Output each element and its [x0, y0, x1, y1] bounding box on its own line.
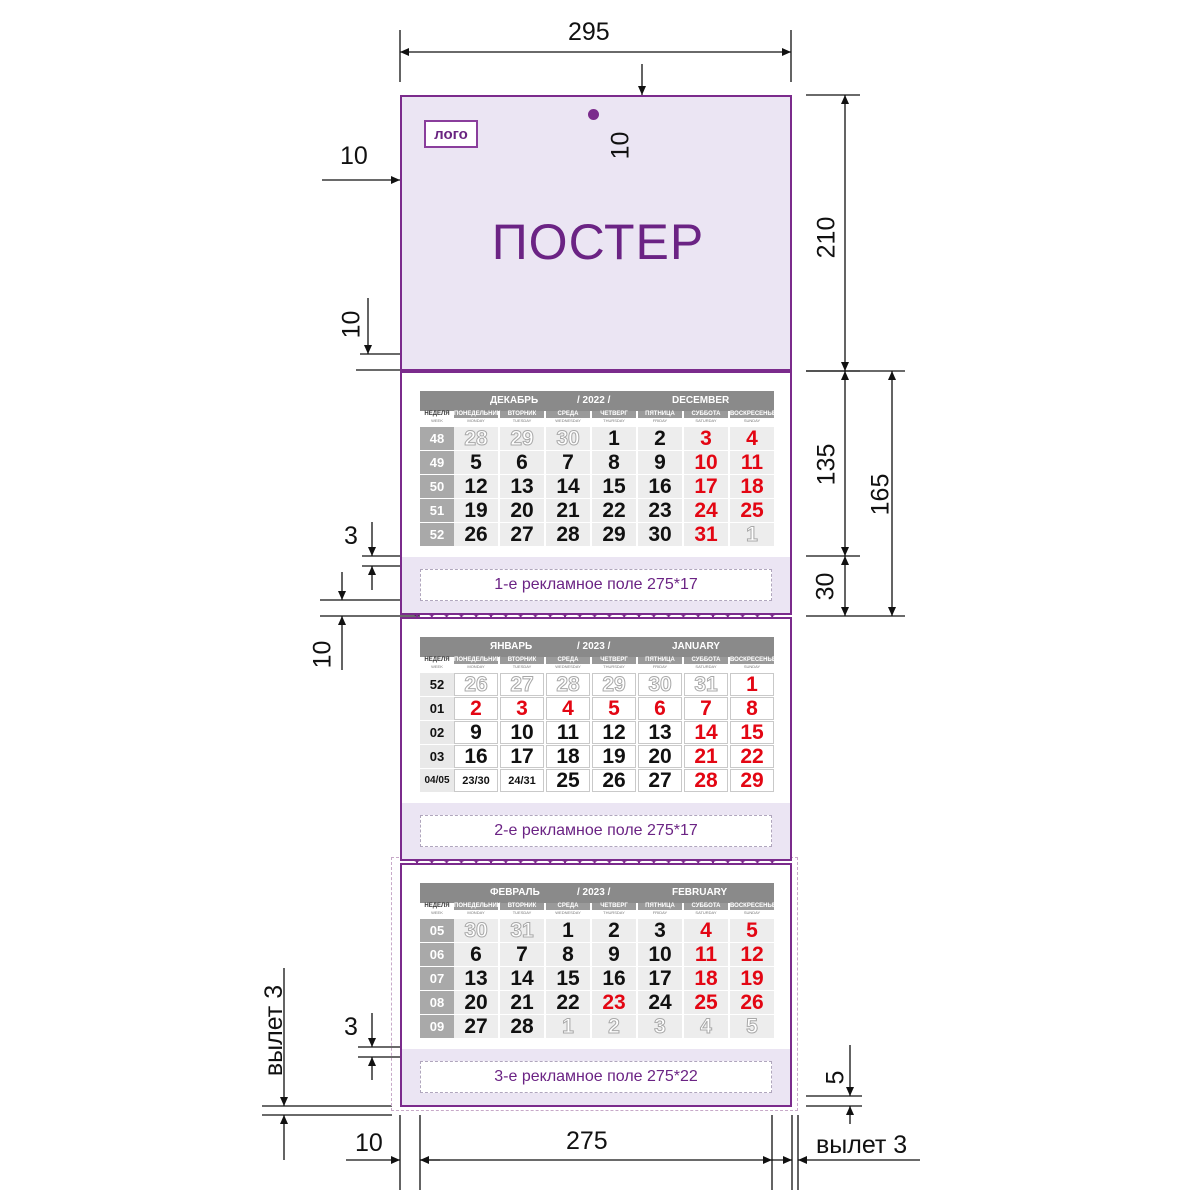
arrowhead — [846, 1087, 854, 1096]
dim-ad-height: 30 — [811, 572, 840, 601]
dim-bottom-5: 5 — [821, 1070, 850, 1085]
spiral-ring — [604, 604, 615, 616]
arrowhead — [338, 591, 346, 600]
arrowhead — [420, 1156, 429, 1164]
spiral-ring — [707, 604, 719, 616]
dim-bleed-left: вылет 3 — [260, 984, 289, 1077]
dim-poster-bottom-gap: 10 — [337, 310, 366, 339]
dim-gap-3-bottom: 3 — [344, 1013, 358, 1041]
dim-bottom-width: 275 — [566, 1127, 608, 1155]
arrowhead — [841, 371, 849, 380]
arrowhead — [391, 1156, 400, 1164]
arrowhead — [783, 1156, 792, 1164]
spiral-ring — [752, 604, 763, 616]
dim-bottom-margin: 10 — [355, 1129, 383, 1157]
dim-hole-offset: 10 — [606, 131, 635, 160]
arrowhead — [763, 1156, 772, 1164]
arrowhead — [888, 607, 896, 616]
arrowhead — [841, 95, 849, 104]
dim-left-margin-top: 10 — [340, 142, 368, 170]
arrowhead — [841, 556, 849, 565]
poster-title: ПОСТЕР — [491, 214, 705, 270]
spiral-ring — [411, 604, 423, 616]
spiral-ring — [441, 604, 452, 616]
dim-top-width: 295 — [568, 18, 610, 46]
spiral-ring — [544, 604, 556, 616]
arrowhead — [846, 1106, 854, 1115]
arrowhead — [400, 48, 409, 56]
spiral-ring — [618, 604, 630, 616]
arrowhead — [841, 607, 849, 616]
hanging-hole-icon — [588, 109, 599, 120]
poster-panel: лого ПОСТЕР — [400, 95, 792, 371]
arrowhead — [391, 176, 400, 184]
arrowhead — [888, 371, 896, 380]
arrowhead — [368, 1057, 376, 1066]
bleed-outline — [391, 857, 798, 1111]
spiral-ring — [589, 604, 600, 616]
arrowhead — [798, 1156, 807, 1164]
arrowhead — [638, 86, 646, 95]
spiral-ring — [648, 604, 660, 616]
dim-block-total: 165 — [866, 473, 895, 516]
arrowhead — [368, 547, 376, 556]
spiral-ring — [559, 604, 571, 616]
spiral-ring — [633, 604, 645, 616]
arrowhead — [841, 362, 849, 371]
spiral-ring — [692, 604, 704, 616]
spiral-ring — [574, 604, 586, 616]
dim-block-gap: 10 — [308, 640, 337, 669]
arrowhead — [280, 1097, 288, 1106]
arrowhead — [364, 345, 372, 354]
arrowhead — [368, 566, 376, 575]
spiral-ring — [678, 604, 689, 616]
dim-gap-3-top: 3 — [344, 522, 358, 550]
spiral-ring — [470, 604, 482, 616]
spiral-ring — [530, 604, 541, 616]
arrowhead — [338, 616, 346, 625]
spiral-ring — [500, 604, 512, 616]
spiral-ring — [766, 604, 778, 616]
spiral-ring — [737, 604, 748, 616]
logo-placeholder: лого — [424, 120, 478, 148]
dim-block-height: 135 — [812, 443, 841, 486]
spiral-ring — [722, 604, 734, 616]
arrowhead — [368, 1038, 376, 1047]
dim-bleed-right: вылет 3 — [816, 1131, 908, 1159]
dim-poster-height: 210 — [812, 216, 841, 259]
arrowhead — [782, 48, 791, 56]
spiral-ring — [426, 604, 438, 616]
spiral-ring — [663, 604, 674, 616]
arrowhead — [841, 547, 849, 556]
spiral-ring — [515, 604, 526, 616]
spiral-ring — [485, 604, 497, 616]
spiral-ring — [456, 604, 467, 616]
arrowhead — [280, 1115, 288, 1124]
